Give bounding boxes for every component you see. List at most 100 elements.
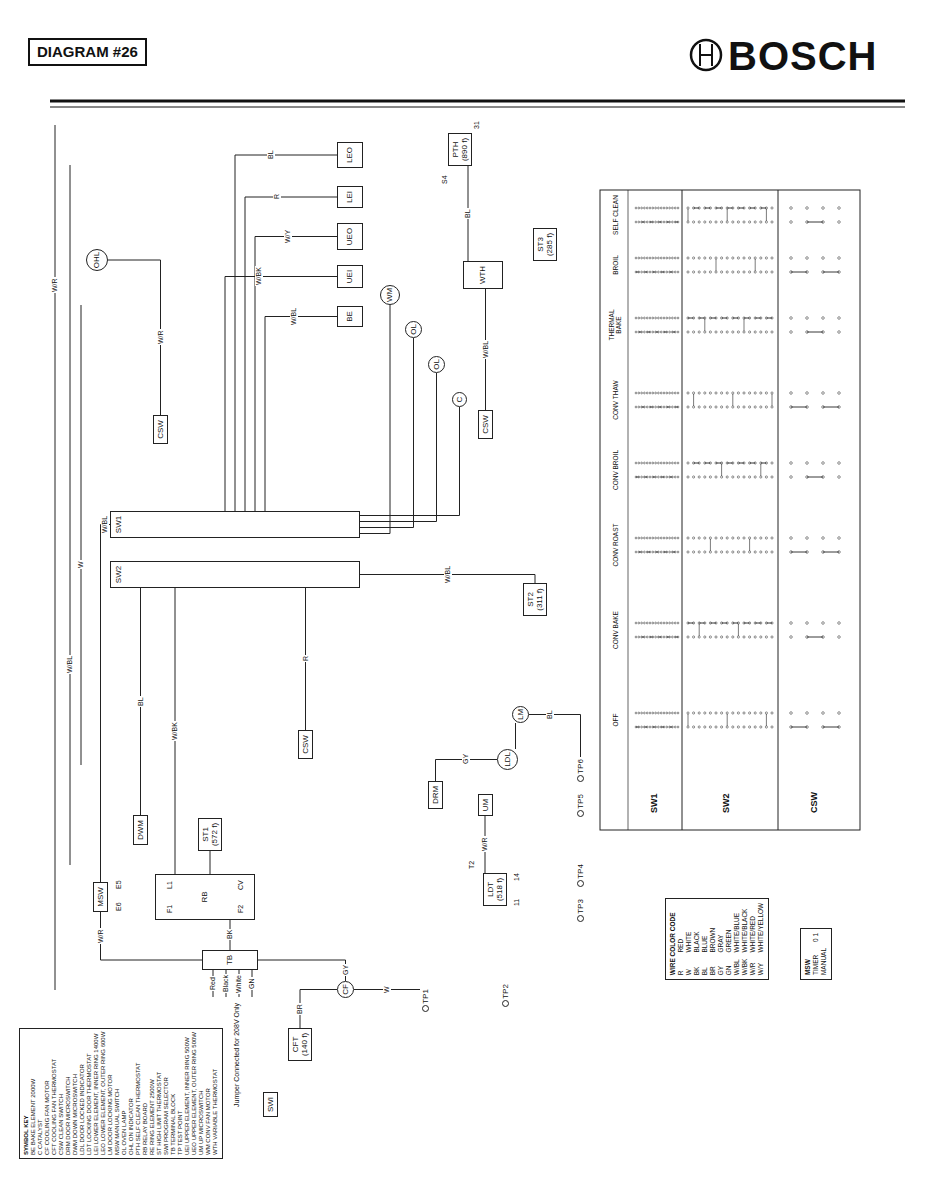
contact-dot (644, 462, 646, 464)
contact-dot (649, 392, 651, 394)
contact-dot (674, 476, 676, 478)
catalyst-symbol: C (452, 392, 467, 407)
contact-bridge (661, 727, 664, 728)
contact-dot (721, 726, 723, 728)
contact-dot (674, 712, 676, 714)
contact-bridge (644, 727, 647, 728)
contact-dot (658, 462, 660, 464)
bus-wire (70, 165, 71, 865)
contact-dot (638, 392, 640, 394)
contact-dot (666, 317, 668, 319)
contact-dot (771, 271, 773, 273)
contact-bridge (675, 407, 678, 408)
contact-dot (743, 221, 745, 223)
contact-dot (669, 331, 671, 333)
contact-dot (638, 622, 640, 624)
node-label: TB (225, 955, 234, 965)
column-heading: CONV BAKE (612, 606, 619, 654)
contact-dot (726, 476, 728, 478)
contact-dot (838, 271, 841, 274)
contact-dot (672, 392, 674, 394)
selector-switch: SW2 (110, 561, 360, 588)
contact-bridge (650, 222, 653, 223)
contact-bridge (760, 464, 761, 476)
contact-dot (743, 271, 745, 273)
contact-dot (726, 712, 728, 714)
node-label: TP TEST POINT (177, 1032, 184, 1155)
contact-bridge (656, 552, 659, 553)
contact-bridge (823, 272, 839, 273)
contact-dot (715, 537, 717, 539)
contact-dot (644, 257, 646, 259)
contact-dot (709, 257, 711, 259)
contact-bridge (672, 552, 675, 553)
wire-label: W/R (51, 277, 59, 293)
contact-dot (838, 726, 841, 729)
contact-dot (693, 551, 695, 553)
wire-label: W (383, 985, 391, 994)
contact-dot (749, 221, 751, 223)
contact-bridge (732, 394, 733, 406)
node-label: TP5 (576, 794, 585, 809)
contact-dot (732, 537, 734, 539)
test-point: TP4 (575, 862, 586, 888)
contact-bridge (693, 394, 694, 406)
wire (360, 305, 390, 534)
row-heading: SW2 (722, 792, 732, 814)
logo-armature (700, 54, 712, 56)
node-label: SWI (266, 1097, 275, 1112)
contact-dot (760, 317, 762, 319)
contact-dot (669, 636, 671, 638)
switch-box: CSW (298, 730, 313, 759)
motor-symbol: LM (512, 706, 529, 723)
contact-dot (749, 476, 751, 478)
contact-dot (790, 712, 793, 715)
contact-dot (732, 476, 734, 478)
node-label: BLUE (701, 903, 709, 953)
wire (360, 373, 437, 522)
contact-dot (721, 551, 723, 553)
contact-dot (652, 207, 654, 209)
contact-dot (652, 317, 654, 319)
contact-dot (649, 551, 651, 553)
contact-dot (721, 462, 723, 464)
switch-box: SWI (263, 1092, 278, 1117)
contact-dot (693, 317, 695, 319)
contact-dot (677, 331, 679, 333)
node-label: TP6 (576, 759, 585, 774)
contact-bridge (639, 552, 642, 553)
node-label: UM UP MICROSWITCH (198, 1032, 205, 1155)
contact-dot (672, 221, 674, 223)
contact-dot (669, 257, 671, 259)
node-label: DWM DOWN MICROSWITCH (72, 1032, 79, 1155)
contact-bridge (658, 407, 661, 408)
note: Jumper Connected for 208V Only (233, 1002, 241, 1108)
contact-dot (649, 712, 651, 714)
contact-dot (677, 406, 679, 408)
test-point: TP2 (500, 982, 511, 1008)
contact-dot (669, 462, 671, 464)
contact-bridge (658, 637, 661, 638)
contact-dot (638, 406, 640, 408)
contact-bridge (670, 727, 673, 728)
contact-dot (677, 317, 679, 319)
contact-dot (698, 271, 700, 273)
node-label: GN (725, 959, 733, 976)
contact-dot (635, 331, 637, 333)
node-label: OL (409, 324, 418, 335)
contact-dot (672, 712, 674, 714)
contact-dot (655, 726, 657, 728)
terminal-number: 11 (513, 898, 521, 907)
wire-label: BK (226, 929, 234, 940)
contact-dot (709, 271, 711, 273)
node-label: ST3 (536, 237, 545, 252)
contact-bridge (727, 714, 728, 726)
contact-dot (737, 221, 739, 223)
contact-bridge (738, 624, 739, 636)
contact-dot (743, 462, 745, 464)
wire-label: R (273, 193, 281, 200)
wire (265, 317, 337, 512)
wire (235, 155, 337, 511)
contact-dot (652, 221, 654, 223)
heating-element: BE (337, 306, 363, 327)
